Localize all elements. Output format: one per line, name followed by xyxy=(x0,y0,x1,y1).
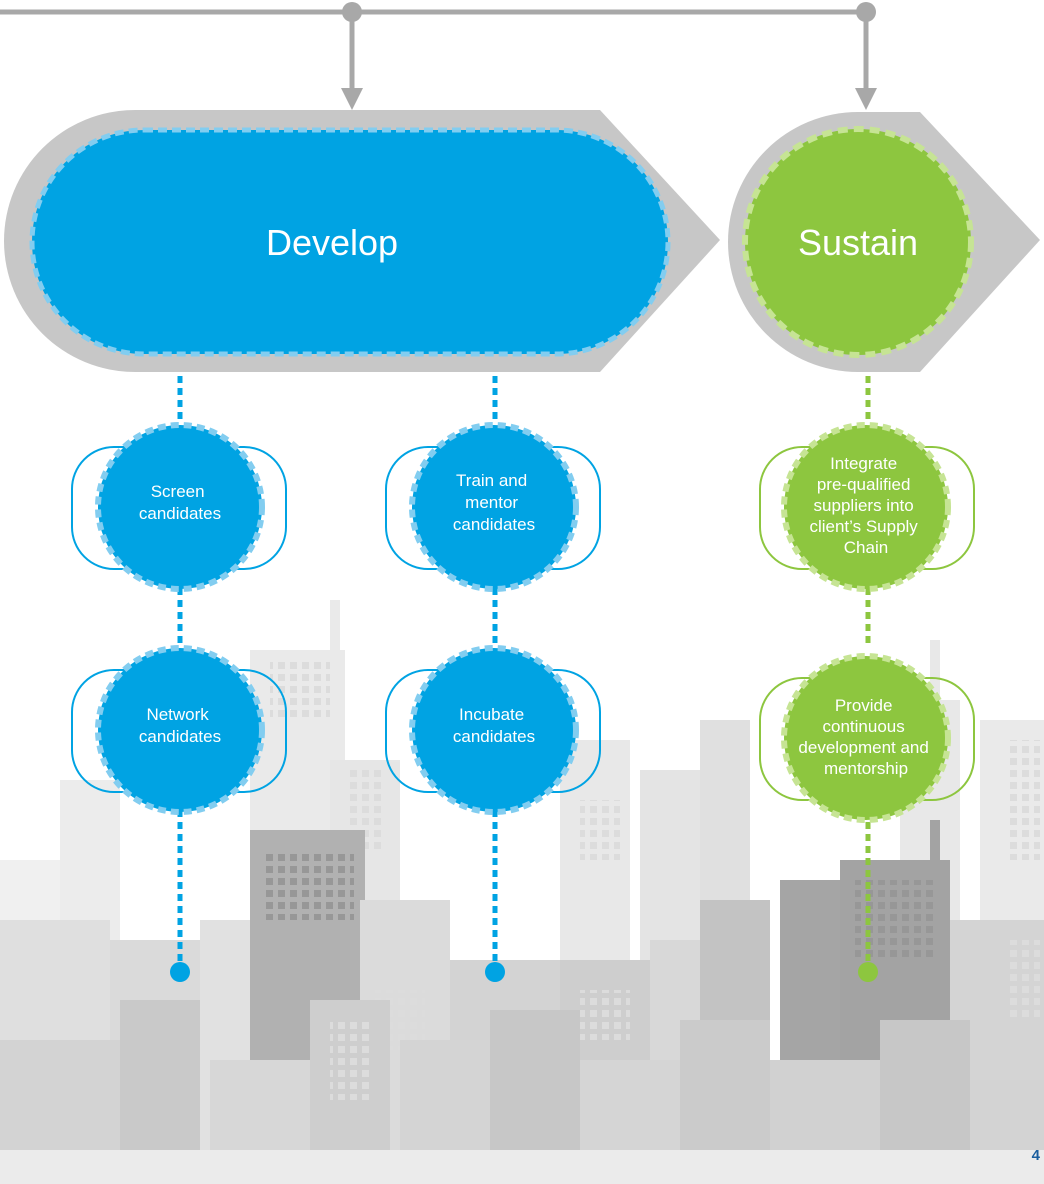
stage-sustain-label: Sustain xyxy=(798,222,918,263)
step-label: Provide continuous development and mento… xyxy=(798,696,933,778)
city-skyline-background xyxy=(0,600,1044,1184)
end-dot xyxy=(485,962,505,982)
down-arrow-icon xyxy=(341,88,363,110)
step-label: Train and mentor candidates xyxy=(453,471,535,534)
stage-sustain: Sustain xyxy=(728,112,1040,372)
step-label: Network candidates xyxy=(139,705,221,746)
end-dot xyxy=(170,962,190,982)
vertical-connectors xyxy=(177,376,871,968)
top-connector xyxy=(0,2,877,110)
stage-develop-label: Develop xyxy=(266,222,398,263)
down-arrow-icon xyxy=(855,88,877,110)
step-label: Integrate pre-qualified suppliers into c… xyxy=(809,454,922,557)
end-dot xyxy=(858,962,878,982)
step-incubate: Incubate candidates xyxy=(385,645,601,815)
step-integrate: Integrate pre-qualified suppliers into c… xyxy=(759,422,975,592)
step-network: Network candidates xyxy=(71,645,287,815)
page-number: 4 xyxy=(1031,1147,1040,1164)
step-provide: Provide continuous development and mento… xyxy=(759,653,975,823)
step-label: Screen candidates xyxy=(139,482,221,523)
step-label: Incubate candidates xyxy=(453,705,535,746)
step-train: Train and mentor candidates xyxy=(385,422,601,592)
stage-develop: Develop xyxy=(4,110,720,372)
step-screen: Screen candidates xyxy=(71,422,287,592)
